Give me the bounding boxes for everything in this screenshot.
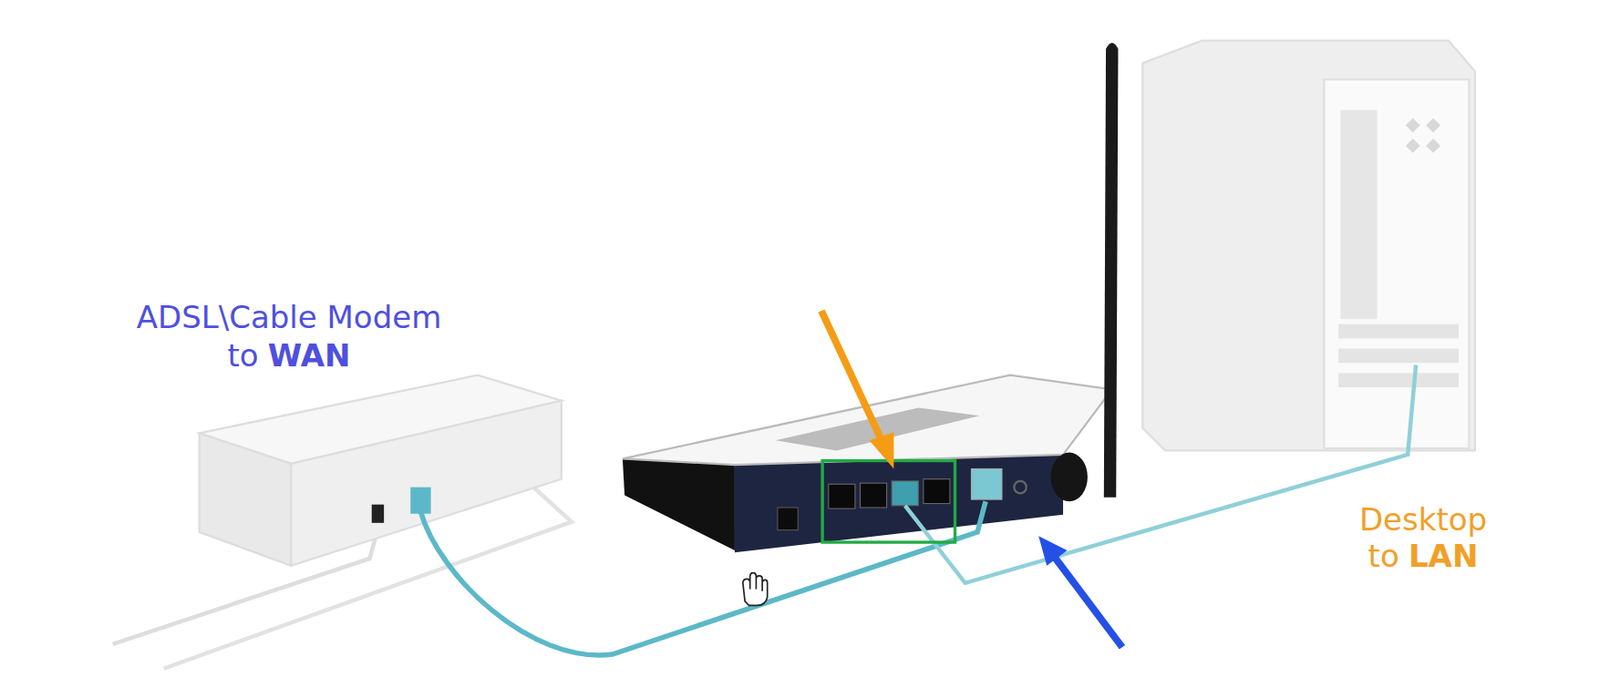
caption-line: ADSL\Cable Modem [136, 300, 443, 335]
antenna [1104, 42, 1119, 498]
orange-arrow [821, 310, 894, 469]
blue-arrow [1038, 536, 1123, 648]
caption-line: Desktop [1359, 503, 1487, 537]
caption-text: to [227, 337, 259, 374]
wan-cable [420, 501, 986, 656]
hand-cursor [743, 573, 768, 607]
port-name: LAN [1408, 537, 1478, 575]
port-name: WAN [268, 337, 351, 374]
highlight-box [822, 461, 955, 543]
caption-line: toLAN [1368, 539, 1479, 574]
lan-cable [905, 364, 1416, 583]
caption-text: Desktop [1359, 501, 1487, 538]
caption-line: toWAN [227, 339, 351, 373]
caption-text: to [1368, 537, 1400, 575]
desktop-tower [1142, 41, 1476, 452]
caption-text: ADSL\Cable Modem [136, 299, 443, 336]
modem [199, 375, 562, 567]
